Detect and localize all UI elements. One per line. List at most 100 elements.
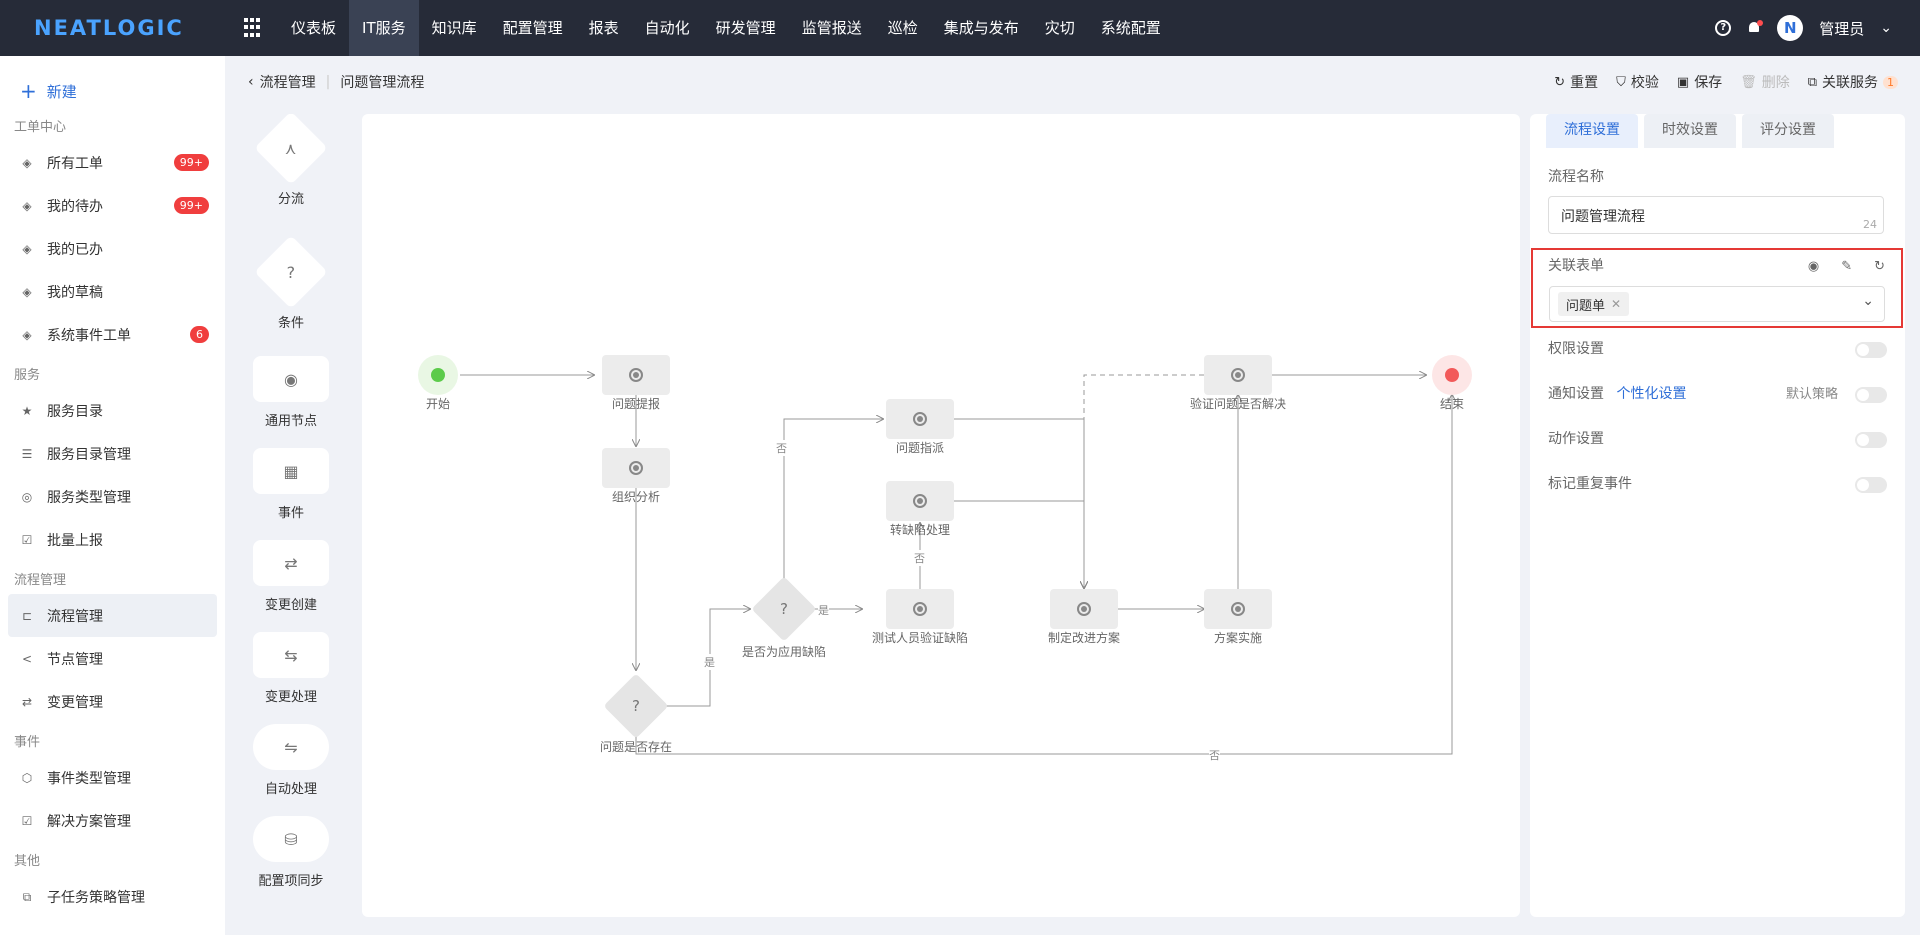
tab-process-settings[interactable]: 流程设置 (1546, 114, 1638, 148)
palette-item-ci-sync[interactable]: ⛁ 配置项同步 (225, 816, 357, 889)
flow-node-analysis[interactable] (602, 448, 670, 488)
validate-label: 校验 (1630, 75, 1659, 91)
palette-item-change-handle[interactable]: ⇆ 变更处理 (225, 632, 357, 705)
palette-item-general[interactable]: ◉ 通用节点 (225, 356, 357, 429)
sidebar-item-my-drafts[interactable]: ◈我的草稿 (0, 270, 225, 313)
action-toggle[interactable] (1855, 432, 1887, 448)
avatar[interactable]: N (1777, 15, 1804, 41)
process-name-input[interactable]: 问题管理流程 24 (1548, 196, 1884, 234)
palette-label: 自动处理 (264, 782, 317, 797)
close-icon[interactable]: ✕ (1611, 297, 1622, 311)
sidebar-item-label: 子任务策略管理 (47, 889, 145, 906)
flow-canvas[interactable]: 开始 问题提报 组织分析 ? 问题是否存在 ? 是否为应用缺陷 问题指派 转缺陷… (362, 114, 1520, 917)
sidebar-item-label: 解决方案管理 (47, 813, 131, 830)
app-logo[interactable]: NEATLOGIC (34, 16, 184, 40)
related-form-select[interactable]: 问题单✕ ⌄ (1549, 286, 1885, 322)
menu-item-integration[interactable]: 集成与发布 (943, 19, 1019, 37)
node-label-exists: 问题是否存在 (599, 740, 672, 754)
permission-label: 权限设置 (1548, 341, 1604, 357)
sidebar-item-event-type[interactable]: ⬡事件类型管理 (0, 756, 225, 799)
delete-button[interactable]: 🗑删除 (1740, 72, 1790, 92)
menu-item-it-service[interactable]: IT服务 (349, 0, 419, 56)
menu-item-rd[interactable]: 研发管理 (715, 19, 776, 37)
repeat-event-toggle[interactable] (1855, 477, 1887, 493)
sidebar-item-node-manage[interactable]: <节点管理 (0, 637, 225, 680)
sidebar-item-label: 流程管理 (47, 608, 103, 625)
tab-sla-settings[interactable]: 时效设置 (1644, 114, 1736, 148)
bolt-icon: ◎ (21, 489, 33, 504)
repeat-event-label: 标记重复事件 (1548, 476, 1632, 492)
sidebar-item-catalog[interactable]: ★服务目录 (0, 389, 225, 432)
breadcrumb-parent[interactable]: 流程管理 (259, 75, 316, 91)
flow-node-impl[interactable] (1204, 589, 1272, 629)
bell-icon[interactable] (1747, 20, 1764, 35)
user-name[interactable]: 管理员 (1819, 19, 1865, 38)
flow-node-report[interactable] (602, 355, 670, 395)
menu-item-config[interactable]: 配置管理 (502, 19, 563, 37)
flow-node-verify[interactable] (1204, 355, 1272, 395)
flow-node-assign[interactable] (886, 399, 954, 439)
new-button[interactable]: + 新建 (0, 56, 225, 108)
palette-label: 分流 (277, 192, 304, 207)
edit-icon[interactable]: ✎ (1841, 259, 1853, 274)
help-icon[interactable]: ? (1715, 20, 1732, 36)
start-dot-icon (431, 368, 445, 382)
palette-item-change-create[interactable]: ⇄ 变更创建 (225, 540, 357, 613)
chevron-down-icon[interactable]: ⌄ (1862, 293, 1874, 309)
flow-node-test[interactable] (886, 589, 954, 629)
start-node[interactable] (418, 355, 458, 395)
menu-item-dashboard[interactable]: 仪表板 (291, 19, 337, 37)
swap-icon: ⇆ (284, 645, 298, 665)
menu-item-regulatory[interactable]: 监管报送 (801, 19, 862, 37)
refresh-icon: ↻ (1554, 74, 1566, 90)
action-label: 动作设置 (1548, 431, 1604, 447)
back-chevron-icon[interactable]: ‹ (248, 74, 254, 90)
end-node[interactable] (1432, 355, 1472, 395)
palette-label: 配置项同步 (258, 874, 324, 889)
sidebar-item-label: 所有工单 (47, 155, 103, 172)
palette-item-event[interactable]: ▦ 事件 (225, 448, 357, 521)
sidebar-item-change-manage[interactable]: ⇄变更管理 (0, 680, 225, 723)
question-icon: ? (632, 697, 640, 715)
sidebar-item-process-manage[interactable]: ⊏流程管理 (8, 594, 217, 637)
flow-node-plan[interactable] (1050, 589, 1118, 629)
sidebar-item-type-manage[interactable]: ◎ 服务类型管理 (0, 475, 225, 518)
sidebar-item-my-done[interactable]: ◈我的已办 (0, 227, 225, 270)
sidebar-item-catalog-manage[interactable]: ☰服务目录管理 (0, 432, 225, 475)
save-button[interactable]: ▣保存 (1677, 72, 1722, 92)
notify-toggle[interactable] (1855, 387, 1887, 403)
sidebar-item-batch-report[interactable]: ☑批量上报 (0, 518, 225, 561)
eye-icon[interactable]: ◉ (1807, 259, 1820, 274)
menu-item-automation[interactable]: 自动化 (644, 19, 690, 37)
menu-item-system[interactable]: 系统配置 (1100, 19, 1161, 37)
sidebar-item-solution[interactable]: ☑解决方案管理 (0, 799, 225, 842)
reset-button[interactable]: ↻重置 (1554, 72, 1598, 92)
related-form-label: 关联表单 (1548, 258, 1604, 274)
split-node-shape: ⋏ (254, 114, 328, 185)
plus-icon: + (20, 79, 37, 103)
tab-score-settings[interactable]: 评分设置 (1742, 114, 1834, 148)
personalize-link[interactable]: 个性化设置 (1616, 386, 1687, 402)
chevron-down-icon[interactable]: ⌄ (1880, 20, 1892, 36)
menu-item-knowledge[interactable]: 知识库 (431, 19, 477, 37)
target-icon (1077, 602, 1091, 616)
refresh-icon[interactable]: ↻ (1874, 259, 1885, 274)
flow-node-bug[interactable] (886, 481, 954, 521)
sidebar-item-subtask-strategy[interactable]: ⧉子任务策略管理 (0, 875, 225, 918)
validate-button[interactable]: ⛉校验 (1616, 72, 1659, 92)
menu-item-disaster[interactable]: 灾切 (1044, 19, 1075, 37)
count-badge: 99+ (173, 154, 209, 171)
sidebar-item-label: 服务类型管理 (47, 489, 131, 506)
permission-toggle[interactable] (1855, 342, 1887, 358)
menu-item-inspection[interactable]: 巡检 (887, 19, 918, 37)
apps-grid-icon[interactable] (244, 18, 264, 38)
palette-item-split[interactable]: ⋏ 分流 (225, 114, 357, 207)
palette-item-condition[interactable]: ? 条件 (225, 235, 357, 331)
palette-item-auto[interactable]: ⇋ 自动处理 (225, 724, 357, 797)
menu-item-report[interactable]: 报表 (588, 19, 619, 37)
